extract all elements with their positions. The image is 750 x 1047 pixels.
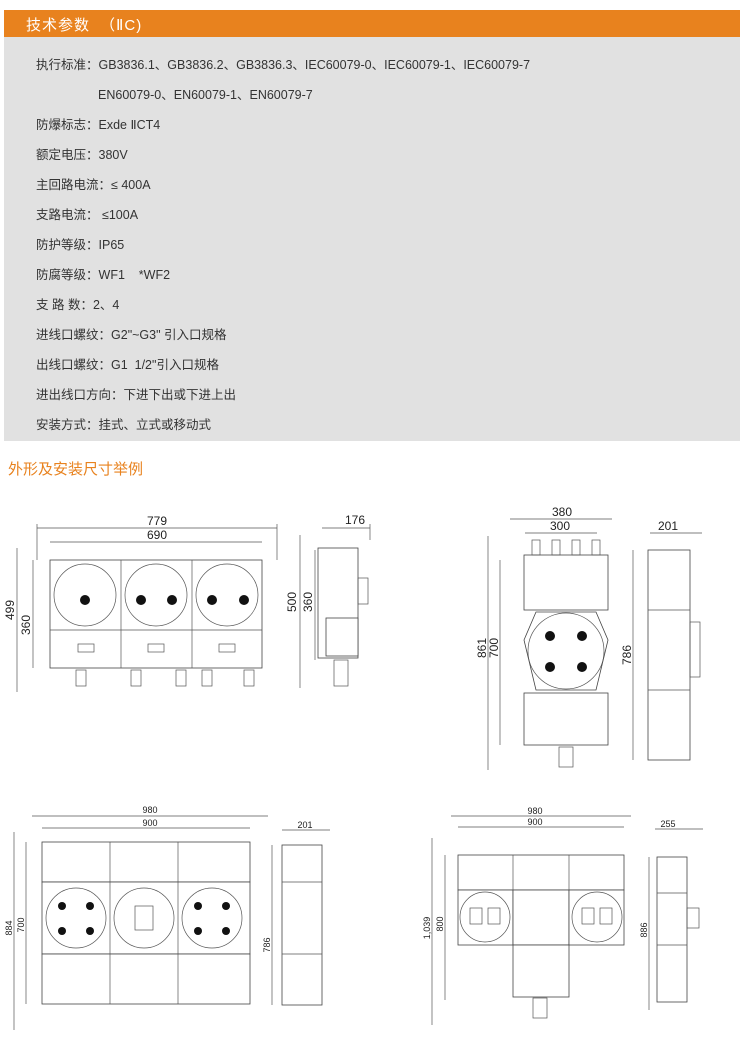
spec-subtitle: （ⅡC)	[100, 17, 143, 34]
spec-label: 执行标准：	[36, 58, 99, 72]
drawing-1-front: 779 690 499 360	[3, 514, 278, 692]
spec-value: 2、4	[92, 298, 120, 312]
dim-width-inner: 300	[550, 519, 570, 533]
spec-row: 主回路电流：≤ 400A	[36, 174, 151, 193]
drawing-1-side: 176 500 360	[285, 513, 371, 688]
spec-label: 进出线口方向：	[36, 388, 124, 402]
drawing-3-side: 201 786	[262, 820, 330, 1006]
spec-panel: 执行标准：GB3836.1、GB3836.2、GB3836.3、IEC60079…	[4, 37, 740, 441]
side-dim-depth: 201	[297, 820, 312, 830]
dim-height-inner: 800	[435, 916, 445, 931]
spec-label: 防爆标志：	[36, 118, 99, 132]
dim-width-inner: 900	[527, 817, 542, 827]
dim-height-inner: 700	[487, 638, 501, 658]
dim-width-outer: 380	[552, 505, 572, 519]
dim-width-inner: 690	[147, 528, 167, 542]
side-dim-depth: 201	[658, 519, 678, 533]
spec-row: 执行标准：GB3836.1、GB3836.2、GB3836.3、IEC60079…	[36, 54, 530, 73]
spec-label: 进线口螺纹：	[36, 328, 112, 342]
spec-value: IP65	[98, 238, 125, 252]
spec-label: 出线口螺纹：	[36, 358, 112, 372]
spec-value: G2"~G3" 引入口规格	[111, 328, 227, 342]
drawing-3-front: 980 900 884 700	[4, 805, 268, 1030]
spec-row: 支 路 数：2、4	[36, 294, 119, 313]
spec-label: 安装方式：	[36, 418, 99, 432]
spec-label: 主回路电流：	[36, 178, 112, 192]
side-dim-depth: 176	[345, 513, 365, 527]
dim-height-inner: 360	[19, 615, 33, 635]
spec-row: 防爆标志：Exde ⅡCT4	[36, 114, 160, 133]
spec-row: EN60079-0、EN60079-1、EN60079-7	[98, 84, 313, 103]
spec-row: 防腐等级：WF1 *WF2	[36, 264, 170, 283]
side-dim-height-inner: 360	[301, 592, 315, 612]
drawing-2-front: 380 300 861 700	[475, 505, 612, 770]
drawing-2-side: 201 786	[620, 519, 702, 761]
dim-width-outer: 980	[527, 806, 542, 816]
spec-value: Exde ⅡCT4	[98, 118, 161, 132]
side-dim-depth: 255	[660, 819, 675, 829]
dim-width-inner: 900	[142, 818, 157, 828]
spec-label: 支路电流：	[36, 208, 99, 222]
dim-width-outer: 779	[147, 514, 167, 528]
spec-value: 下进下出或下进上出	[123, 388, 237, 402]
spec-label: 支 路 数：	[36, 298, 93, 312]
dim-height-outer: 499	[3, 600, 17, 620]
side-dim-height: 786	[620, 645, 634, 665]
spec-value: GB3836.1、GB3836.2、GB3836.3、IEC60079-0、IE…	[98, 58, 531, 72]
dim-height-outer: 884	[4, 920, 14, 935]
spec-label: 防护等级：	[36, 238, 99, 252]
section-title: 外形及安装尺寸举例	[8, 461, 144, 478]
side-dim-height: 786	[262, 937, 272, 952]
spec-row: 进出线口方向：下进下出或下进上出	[36, 384, 236, 403]
spec-row: 安装方式：挂式、立式或移动式	[36, 414, 211, 433]
drawing-4-front: 980 900 1,039 800	[422, 806, 631, 1025]
spec-value: ≤100A	[98, 208, 139, 222]
side-dim-height: 886	[639, 922, 649, 937]
spec-row: 额定电压：380V	[36, 144, 128, 163]
spec-row: 支路电流： ≤100A	[36, 204, 138, 223]
dim-height-outer: 1,039	[422, 917, 432, 940]
dim-height-outer: 861	[475, 638, 489, 658]
side-dim-height-outer: 500	[285, 592, 299, 612]
spec-row: 进线口螺纹：G2"~G3" 引入口规格	[36, 324, 227, 343]
drawing-4-side: 255 886	[639, 819, 703, 1010]
spec-title: 技术参数	[26, 17, 91, 34]
spec-value: EN60079-0、EN60079-1、EN60079-7	[98, 88, 313, 102]
spec-value: G1 1/2"引入口规格	[111, 358, 219, 372]
spec-header-bar: 技术参数 （ⅡC)	[4, 10, 740, 37]
spec-row: 防护等级：IP65	[36, 234, 124, 253]
dim-height-inner: 700	[16, 917, 26, 932]
spec-value: 挂式、立式或移动式	[98, 418, 212, 432]
spec-value: 380V	[98, 148, 128, 162]
dim-width-outer: 980	[142, 805, 157, 815]
spec-value: WF1 *WF2	[98, 268, 171, 282]
spec-row: 出线口螺纹：G1 1/2"引入口规格	[36, 354, 219, 373]
spec-label: 额定电压：	[36, 148, 99, 162]
spec-label: 防腐等级：	[36, 268, 99, 282]
spec-value: ≤ 400A	[111, 178, 151, 192]
